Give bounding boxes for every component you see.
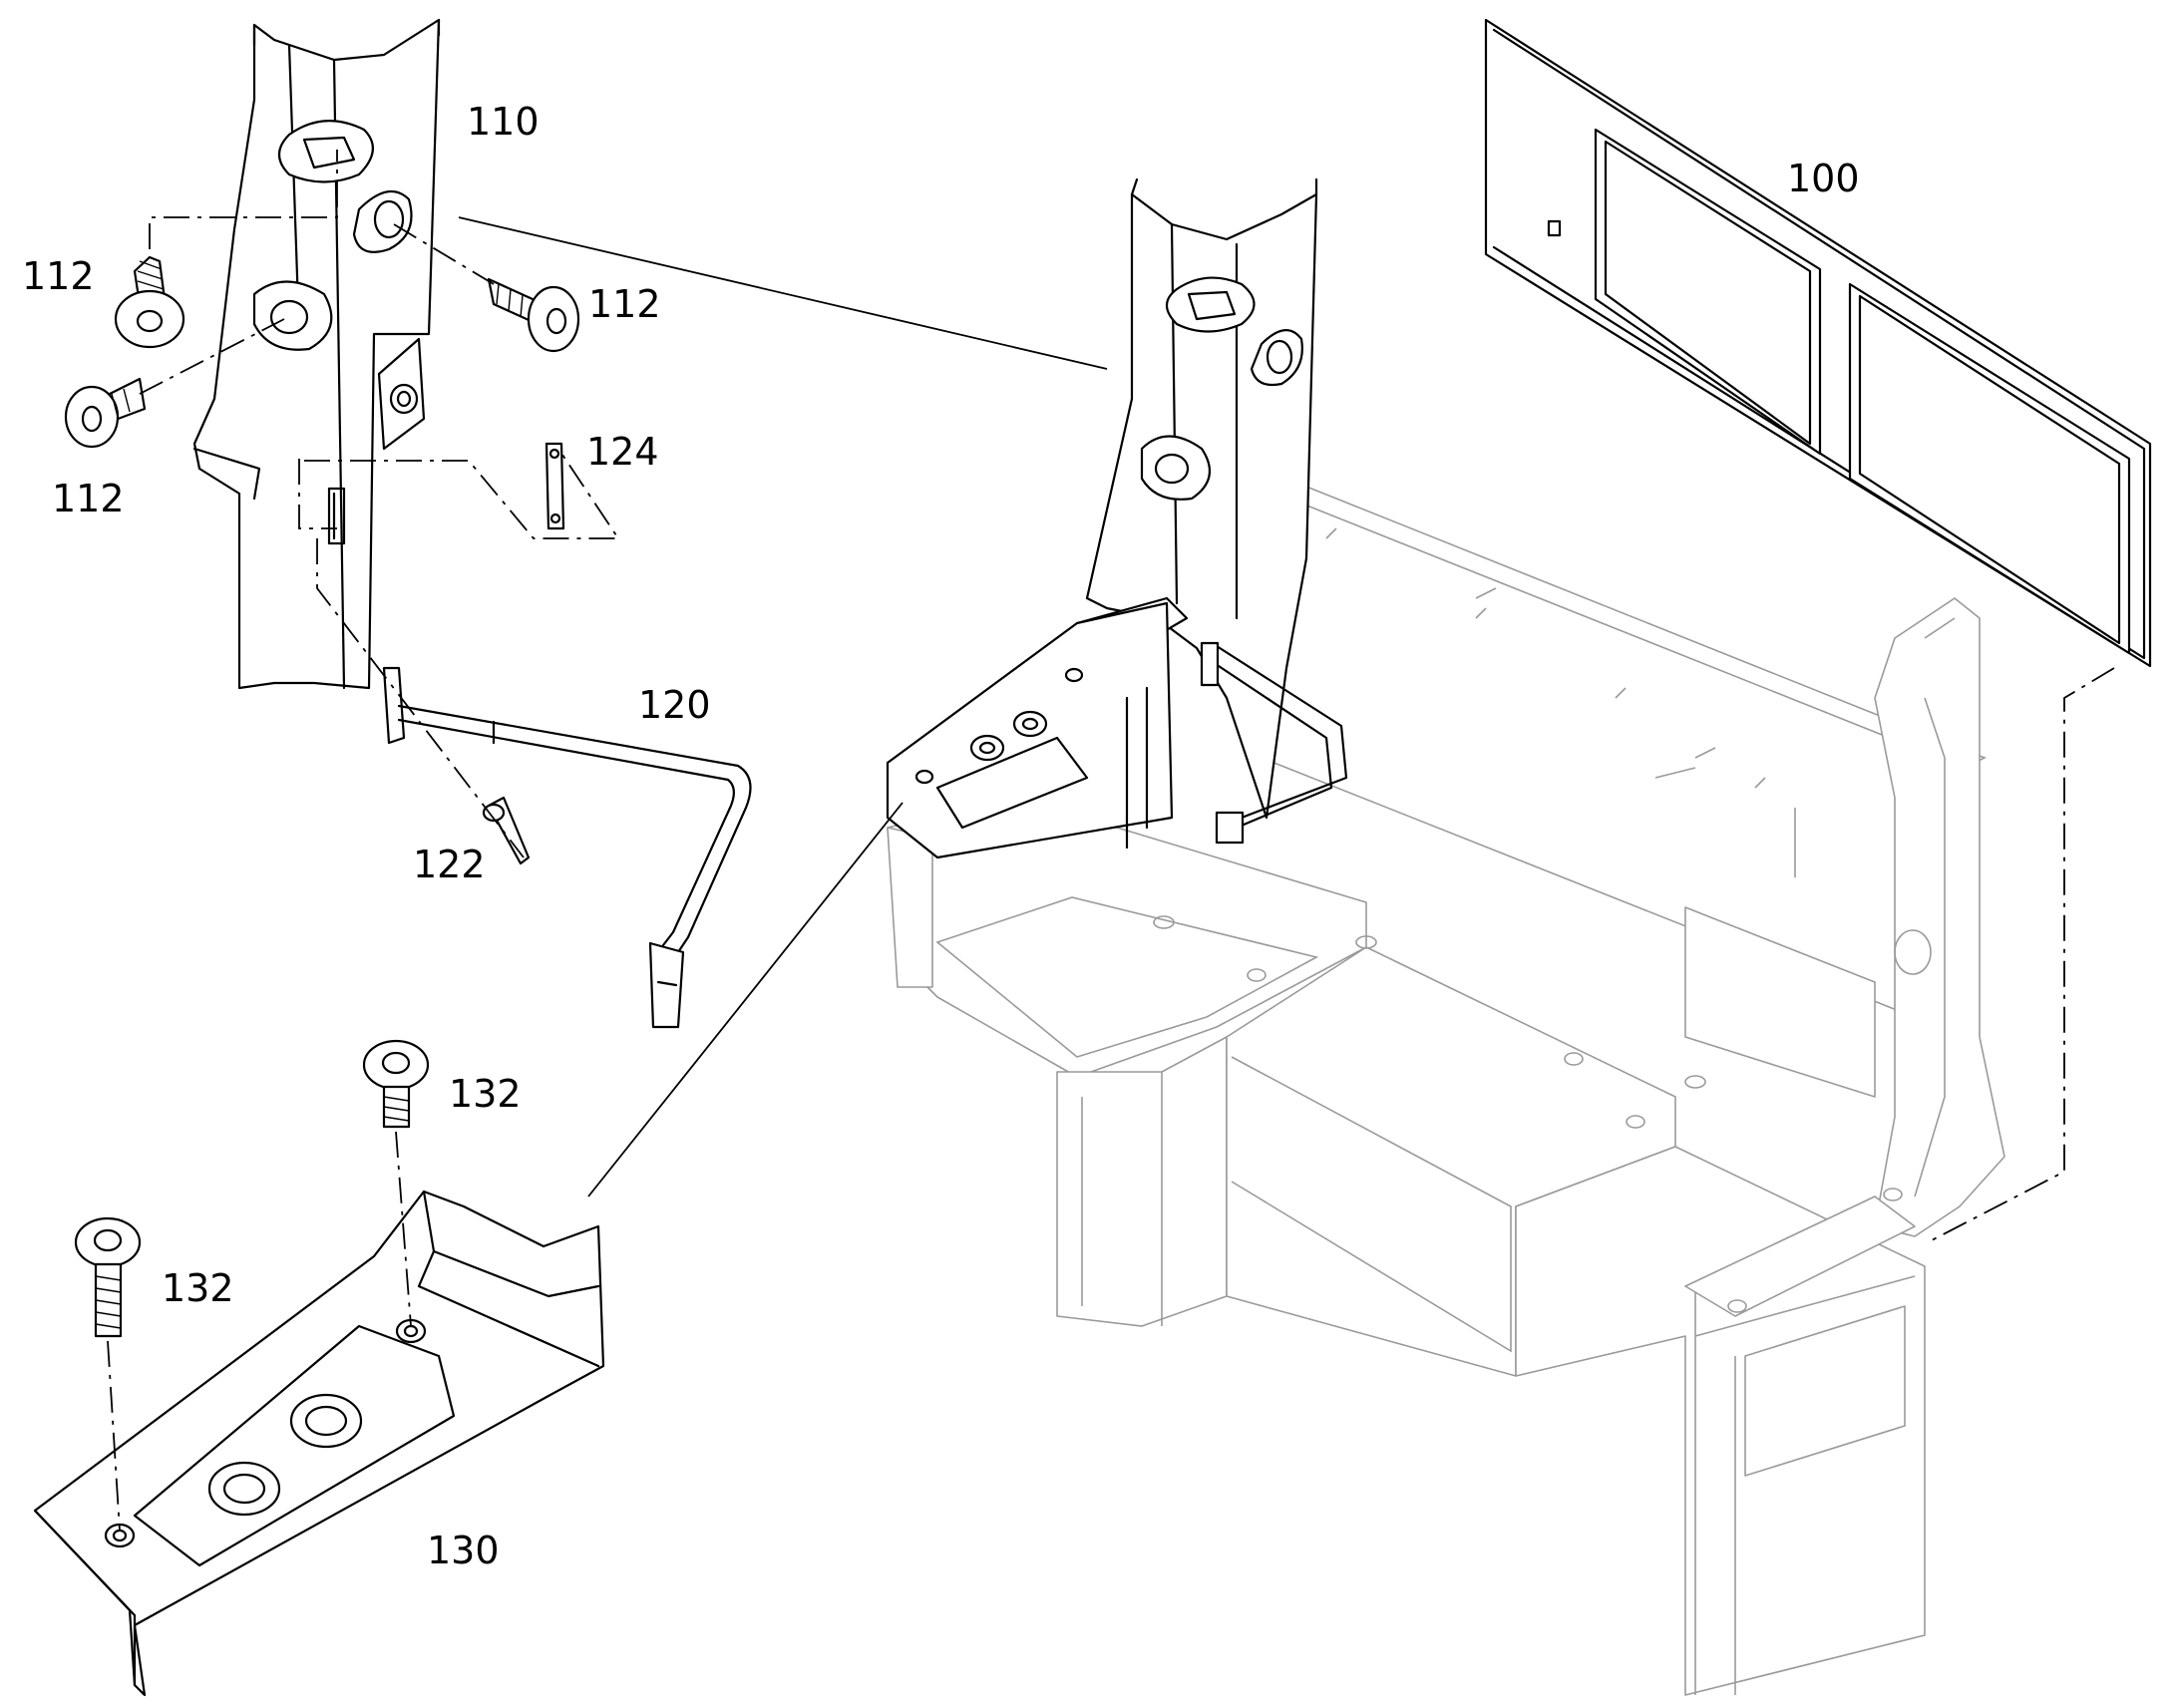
assembled-pillar (886, 177, 1348, 859)
callout-120: 120 (638, 683, 711, 727)
callout-labels: 100 110 112 112 112 124 120 122 132 132 … (22, 100, 1860, 1572)
cabinet-assembly-ghost (887, 478, 2005, 1696)
callout-122: 122 (413, 843, 486, 886)
part-112-screw-top (114, 255, 185, 349)
callout-112-bottom-left: 112 (52, 477, 125, 520)
callout-132-upper: 132 (449, 1072, 522, 1116)
part-124-clip (545, 442, 565, 530)
part-120-strap (382, 666, 752, 1029)
callout-112-top-left: 112 (22, 254, 95, 298)
part-100-panel (1484, 18, 2152, 668)
part-112-screw-right (487, 277, 580, 353)
part-110-pillar (192, 18, 441, 690)
callout-110: 110 (467, 100, 540, 144)
callout-124: 124 (586, 430, 659, 474)
leader-lines (107, 150, 2115, 1532)
part-132-screw-upper (362, 1039, 430, 1129)
part-130-step-cover (33, 1190, 605, 1697)
callout-100: 100 (1787, 157, 1860, 200)
callout-130: 130 (427, 1529, 500, 1572)
callout-112-right: 112 (588, 282, 661, 326)
part-122-rivet (482, 796, 531, 865)
part-112-screw-left (64, 377, 147, 449)
callout-132-lower: 132 (162, 1266, 234, 1310)
part-132-screw-lower (74, 1216, 142, 1338)
